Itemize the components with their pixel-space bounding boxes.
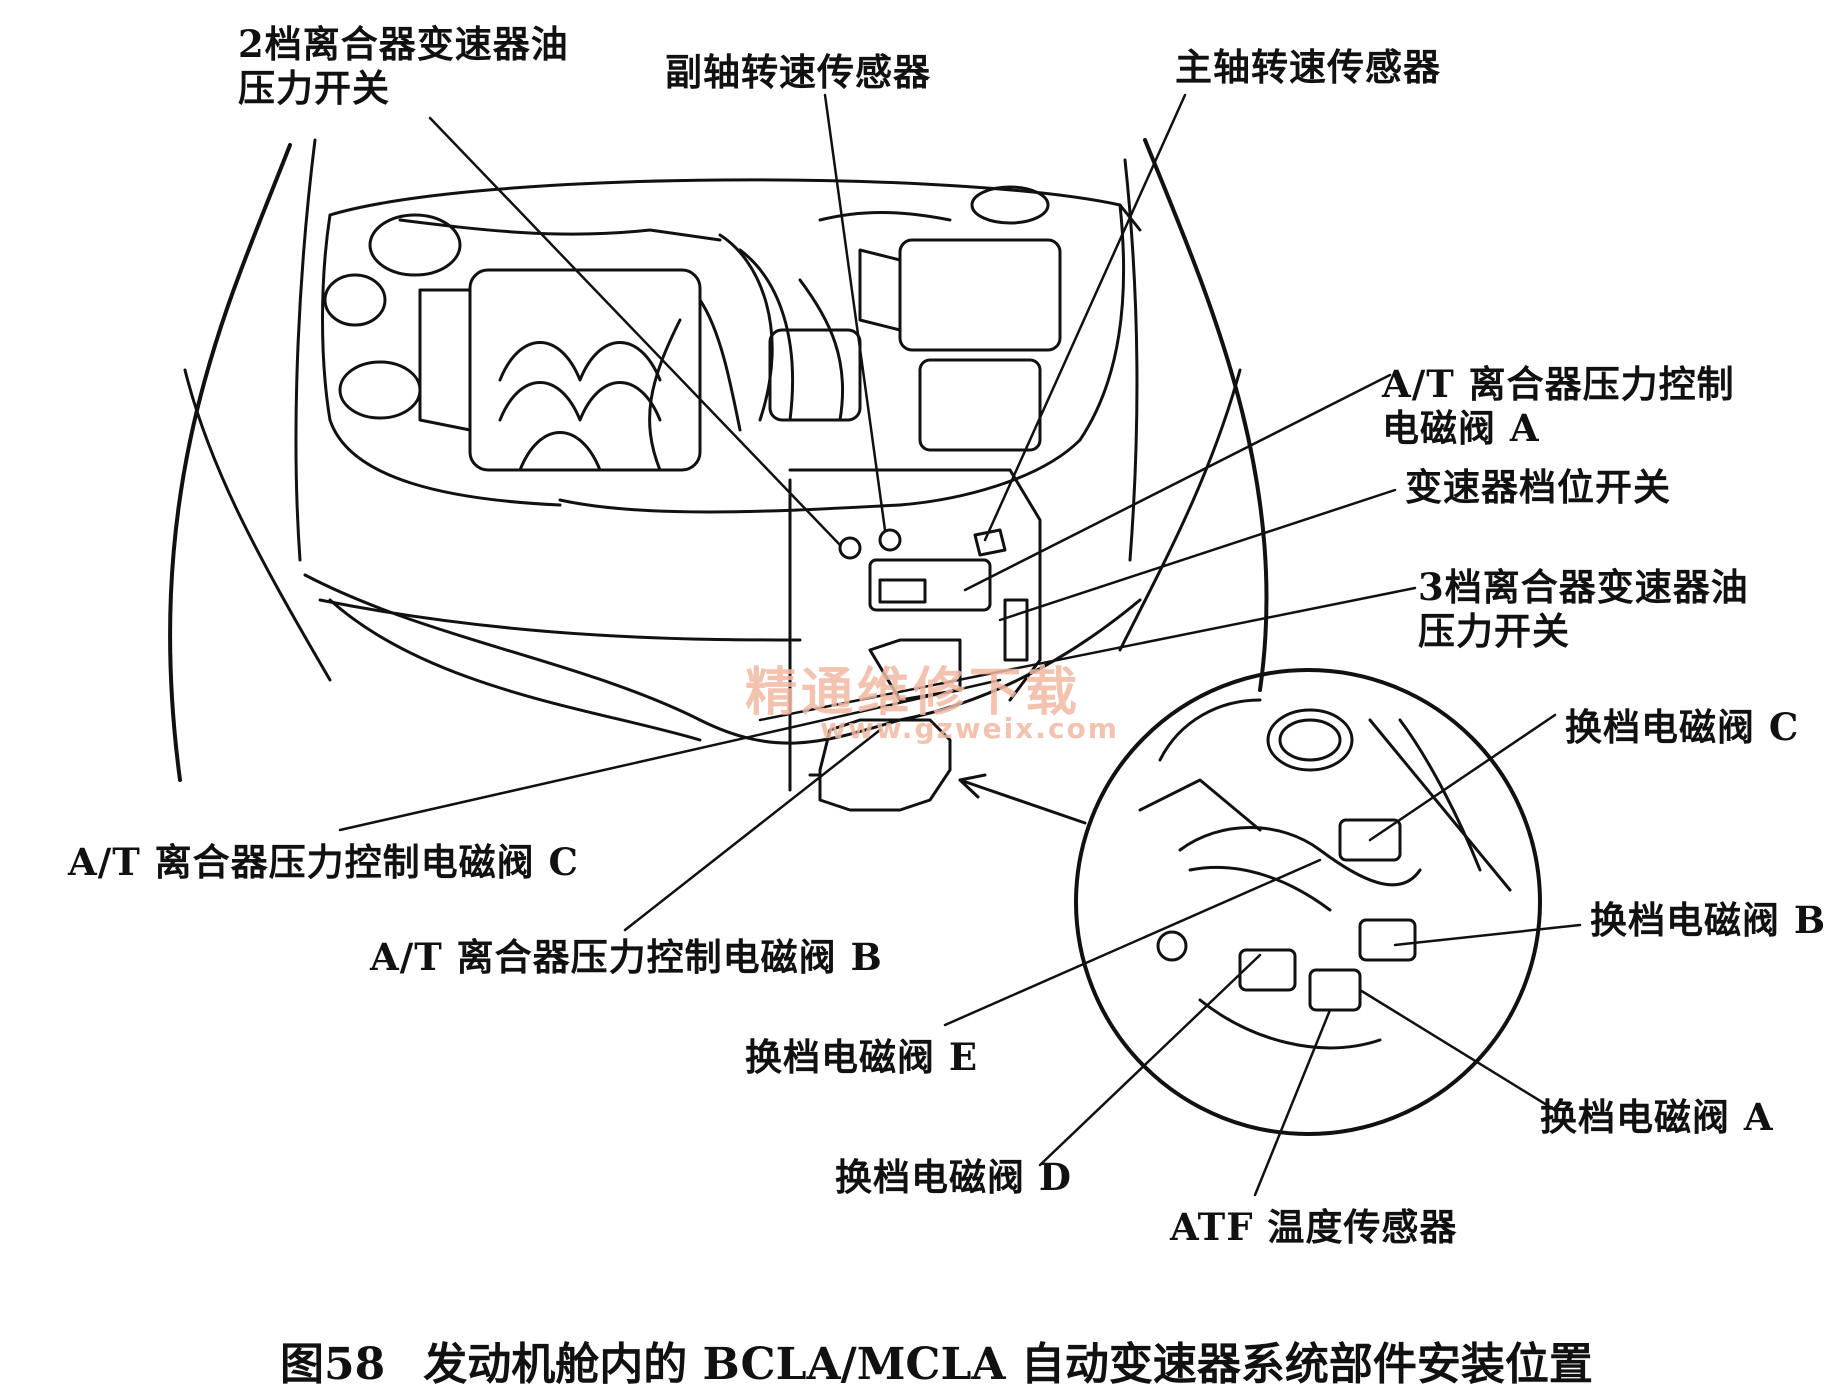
label-shift-valve-c: 换档电磁阀 C [1565,705,1800,749]
figure-caption: 图58 发动机舱内的 BCLA/MCLA 自动变速器系统部件安装位置 [280,1328,1593,1392]
engine-components [323,185,1062,514]
watermark-url: www.gzweix.com [820,712,1119,745]
label-countershaft-speed-sensor: 副轴转速传感器 [665,50,931,94]
transmission-housing [788,468,1042,812]
figure-title: 发动机舱内的 BCLA/MCLA 自动变速器系统部件安装位置 [423,1339,1593,1390]
watermark-text: 精通维修下载 [745,663,1082,723]
label-at-clutch-pressure-valve-b: A/T 离合器压力控制电磁阀 B [370,935,883,979]
label-shift-valve-e: 换档电磁阀 E [745,1035,979,1079]
leader-lines [338,93,1582,1197]
figure-number: 图58 [280,1339,386,1390]
label-transmission-range-switch: 变速器档位开关 [1405,465,1671,509]
label-at-clutch-pressure-valve-a: A/T 离合器压力控制 电磁阀 A [1382,362,1735,450]
label-shift-valve-d: 换档电磁阀 D [835,1155,1072,1199]
label-at-clutch-pressure-valve-c: A/T 离合器压力控制电磁阀 C [68,840,579,884]
magnify-arrow [958,773,1087,825]
label-shift-valve-a: 换档电磁阀 A [1540,1095,1774,1139]
label-third-gear-pressure-switch: 3档离合器变速器油 压力开关 [1418,565,1749,653]
label-shift-valve-b: 换档电磁阀 B [1590,898,1827,942]
label-mainshaft-speed-sensor: 主轴转速传感器 [1175,45,1441,89]
car-body-outline [168,138,1269,782]
label-atf-temperature-sensor: ATF 温度传感器 [1170,1205,1458,1249]
label-second-gear-pressure-switch: 2档离合器变速器油 压力开关 [238,22,569,110]
